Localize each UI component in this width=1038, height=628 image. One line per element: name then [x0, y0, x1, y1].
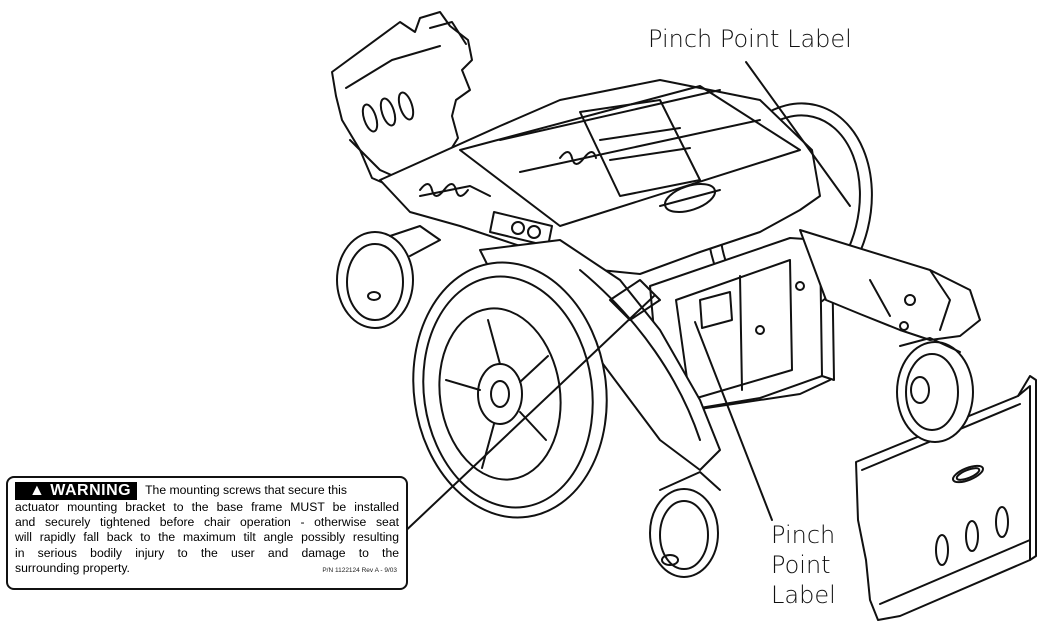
base-frame — [379, 79, 821, 275]
callout-bottom-line-1: Pinch — [771, 521, 836, 549]
warning-label: ▲ WARNING The mounting screws that secur… — [6, 476, 408, 590]
warning-body-line: in serious bodily injury to the user and… — [15, 545, 399, 560]
front-right-caster — [896, 337, 974, 443]
part-number: P/N 1122124 Rev A - 9/03 — [322, 566, 397, 574]
leader-line-warning — [397, 295, 655, 539]
warning-header: ▲ WARNING The mounting screws that secur… — [15, 482, 399, 500]
warning-last-line: surrounding property. — [15, 560, 130, 575]
warning-body-line: and securely tightened before chair oper… — [15, 515, 399, 530]
pinch-point-callout-bottom: Pinch Point Label — [771, 520, 881, 610]
warning-first-line: The mounting screws that secure this — [145, 483, 347, 497]
left-shroud-panel — [331, 11, 473, 191]
left-drive-wheel — [412, 261, 608, 519]
leader-lines — [397, 61, 851, 539]
warning-footer: surrounding property. P/N 1122124 Rev A … — [15, 561, 399, 578]
leader-line-bottom — [694, 321, 773, 521]
battery-box — [649, 237, 835, 413]
callout-bottom-line-3: Label — [771, 581, 836, 609]
front-motor-housing — [799, 229, 981, 341]
leader-line-top — [745, 61, 851, 207]
front-left-caster — [649, 471, 721, 578]
warning-body-line: will rapidly fall back to the maximum ti… — [15, 530, 399, 545]
pinch-point-callout-top: Pinch Point Label — [648, 25, 852, 53]
warning-badge: ▲ WARNING — [15, 482, 138, 500]
warning-body: actuator mounting bracket to the base fr… — [15, 500, 399, 578]
rear-left-caster — [336, 225, 441, 329]
warning-body-line: actuator mounting bracket to the base fr… — [15, 500, 399, 514]
callout-bottom-line-2: Point — [771, 551, 831, 579]
